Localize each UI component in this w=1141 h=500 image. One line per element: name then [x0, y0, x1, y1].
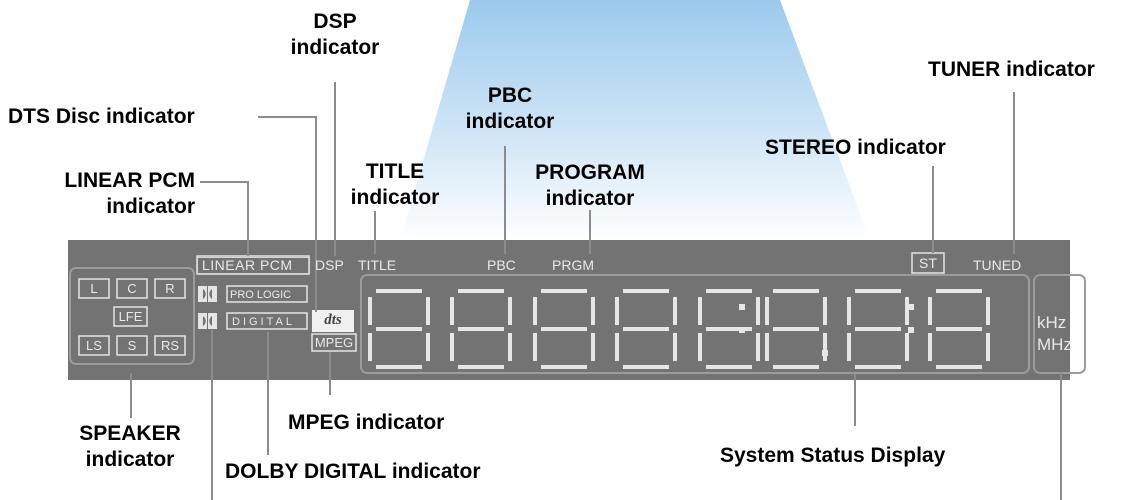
speaker-rs: RS [160, 338, 180, 353]
prgm-segment: PRGM [552, 257, 594, 273]
linear-pcm-callout: LINEAR PCM indicator [64, 169, 195, 218]
speaker-s: S [127, 338, 137, 353]
segment-digit-2 [450, 289, 512, 369]
speaker-lfe: LFE [118, 309, 143, 324]
title-segment: TITLE [358, 257, 397, 273]
program-callout: PROGRAM indicator [535, 161, 645, 210]
speaker-callout: SPEAKER indicator [79, 422, 181, 471]
stereo-segment: ST [919, 255, 937, 271]
dts-logo: dts [324, 312, 342, 328]
pbc-callout: PBC indicator [465, 84, 555, 133]
dsp-segment: DSP [315, 257, 344, 273]
speaker-c: C [127, 281, 137, 296]
digital-segment: DIGITAL [232, 316, 295, 328]
segment-digit-7 [847, 289, 909, 369]
mhz-segment: MHz [1037, 335, 1072, 354]
mpeg-callout: MPEG indicator [288, 411, 445, 434]
segment-digit-5 [698, 289, 760, 369]
speaker-r: R [165, 281, 175, 296]
khz-segment: kHz [1037, 313, 1067, 332]
dolby-digital-callout: DOLBY DIGITAL indicator [225, 460, 481, 483]
segment-digit-1 [368, 289, 430, 369]
pro-logic-segment: PRO LOGIC [230, 289, 292, 301]
segment-digit-8 [928, 289, 990, 369]
segment-digit-6 [765, 289, 827, 369]
segment-digit-3 [533, 289, 595, 369]
pbc-segment: PBC [487, 257, 516, 273]
speaker-ls: LS [86, 338, 102, 353]
stereo-callout: STEREO indicator [765, 136, 946, 159]
segment-digit-4 [615, 289, 677, 369]
mpeg-segment: MPEG [314, 335, 354, 350]
dts-callout: DTS Disc indicator [8, 105, 195, 128]
tuned-segment: TUNED [973, 257, 1022, 273]
speaker-l: L [90, 281, 98, 296]
system-status-callout: System Status Display [720, 444, 946, 467]
linear-pcm-segment: LINEAR PCM [197, 257, 310, 274]
dsp-callout: DSP indicator [290, 10, 380, 59]
tuner-callout: TUNER indicator [928, 58, 1095, 81]
title-callout: TITLE indicator [350, 160, 440, 209]
